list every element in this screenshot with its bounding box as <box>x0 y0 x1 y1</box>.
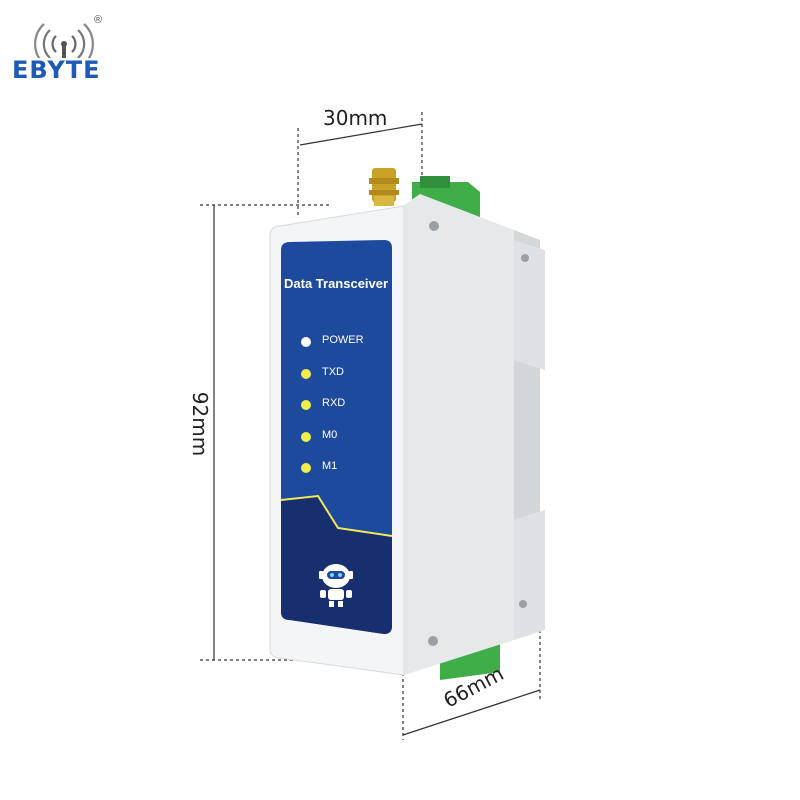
led-label-m0: M0 <box>322 429 338 441</box>
device-side <box>404 194 514 675</box>
height-dimension-label: 92mm <box>188 391 213 457</box>
led-label-txd: TXD <box>322 366 344 378</box>
registered-mark: ® <box>94 14 103 26</box>
led-label-rxd: RXD <box>322 397 346 409</box>
antenna-connector <box>369 168 399 206</box>
width-dimension-label: 30mm <box>323 106 388 130</box>
brand-name: EBYTE <box>12 56 101 84</box>
ebyte-logo: ® EBYTE <box>12 14 122 84</box>
status-leds <box>301 337 311 473</box>
led-label-m1: M1 <box>322 460 338 472</box>
led-label-power: POWER <box>322 334 364 346</box>
panel-title: Data Transceiver <box>284 276 389 291</box>
dimension-lines <box>200 112 541 740</box>
robot-icon <box>319 564 353 607</box>
